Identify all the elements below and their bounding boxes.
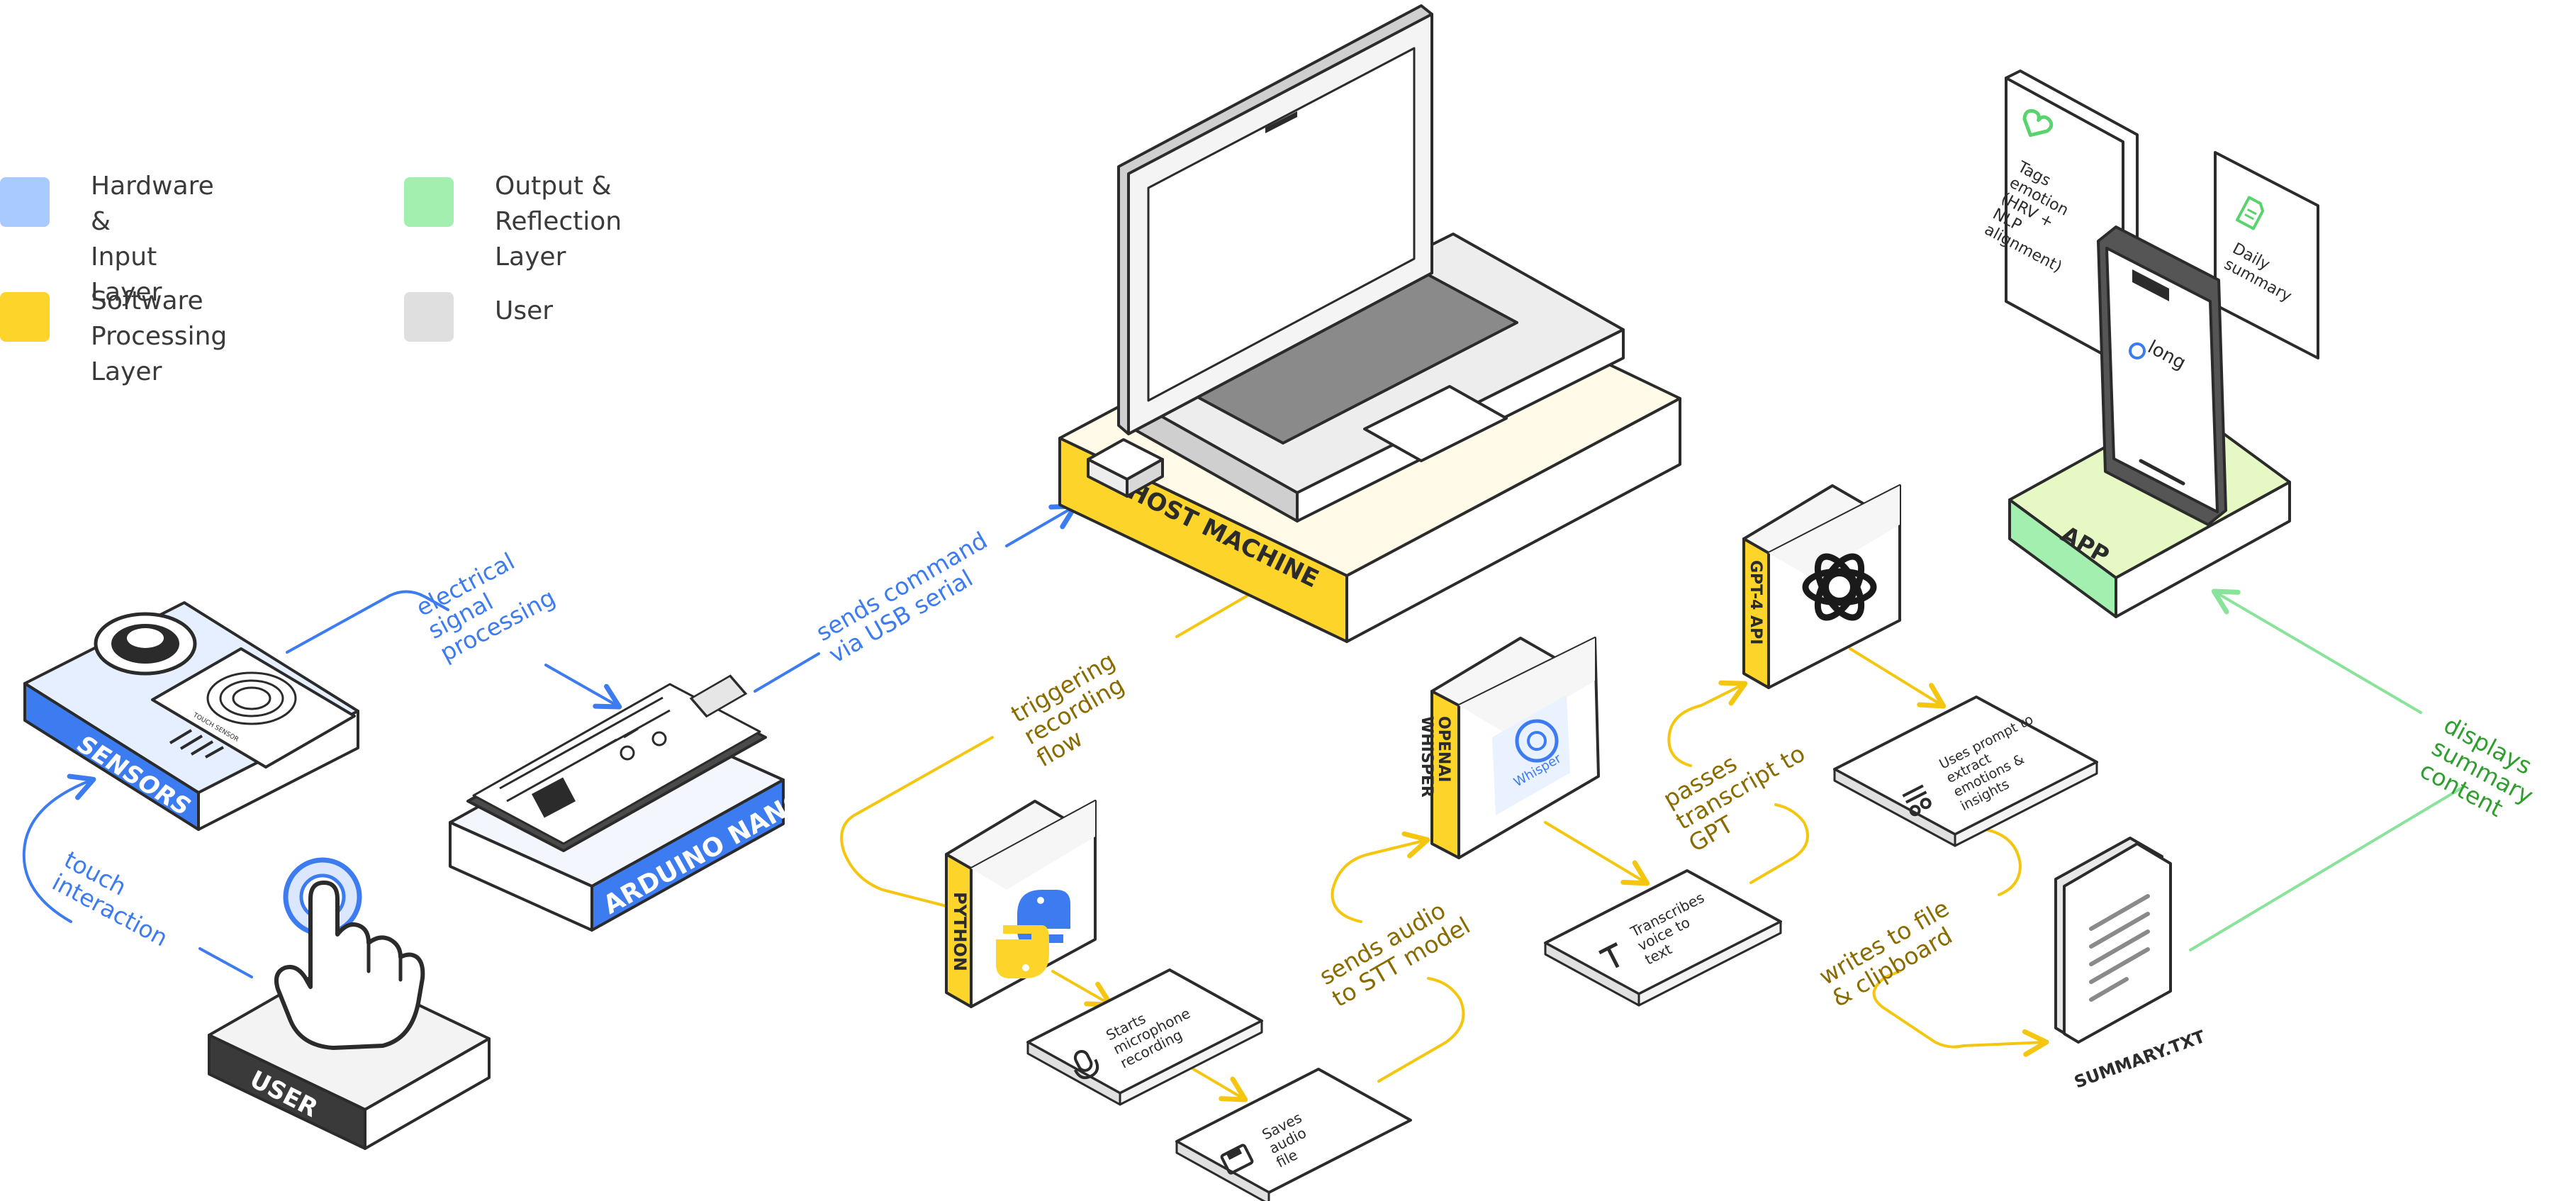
host-machine-node: HOST MACHINE [1058, 4, 1681, 643]
python-node: PYTHON [945, 800, 1097, 1008]
save-disk-icon [1220, 1144, 1254, 1175]
music-note-icon [1902, 784, 1932, 817]
python-logo-icon [996, 890, 1070, 978]
legend-swatch-output [404, 177, 454, 227]
flow-touch-line [22, 780, 253, 978]
legend-label-hardware: Hardware & Input Layer [91, 172, 214, 307]
summary-file-node: SUMMARY.TXT [2054, 837, 2208, 1093]
user-node: USER [208, 857, 491, 1150]
app-card-tags: Tagsemotion(HRV +NLPalignment) [1981, 69, 2139, 367]
legend-item-hardware: Hardware & Input Layer [0, 172, 214, 311]
flow-touch-label: touchinteraction [47, 846, 184, 952]
flow-stt-label: sends audioto STT model [1315, 889, 1475, 1012]
app-card-summary: Dailysummary [2214, 151, 2319, 359]
heart-icon [2022, 108, 2054, 138]
openai-logo-icon [1802, 553, 1877, 621]
flow-transcript-label: passestranscript toGPT [1659, 717, 1823, 858]
hand-pointer-icon [274, 857, 425, 1050]
legend-item-user: User [404, 292, 553, 342]
flow-electrical-label: electricalsignalprocessing [411, 538, 559, 666]
flow-start-save-line [1182, 1062, 1248, 1102]
flow-stt-line [1331, 840, 1465, 1083]
python-label: PYTHON [950, 892, 970, 971]
sensors-node: SENSORS TOUCH SENSOR [23, 601, 359, 831]
flow-lines [22, 507, 2465, 1102]
flow-electrical-line [286, 590, 618, 706]
flow-writes-label: writes to file& clipboard [1815, 894, 1967, 1012]
usb-port [689, 674, 748, 718]
phone-brand-icon [2129, 342, 2146, 359]
text-t-icon [1598, 942, 1620, 968]
whisper-logo-icon: Whisper [1492, 695, 1570, 815]
step-start-recording: Startsmicrophonerecording [1026, 968, 1263, 1106]
legend-swatch-hardware [0, 177, 50, 227]
laptop-screen [1147, 47, 1416, 402]
flow-usb-line [754, 507, 1074, 693]
gpt-node: GPT-4 API [1742, 484, 1901, 689]
document-lines-icon [2089, 894, 2150, 1002]
legend-label-output: Output & Reflection Layer [495, 172, 622, 272]
flow-trigger-line [840, 594, 1249, 907]
legend-label-user: User [495, 296, 554, 325]
arduino-node: ARDUINO NANO [449, 674, 811, 932]
flow-gpt-extract-line [1849, 647, 1947, 709]
flow-trigger-label: triggeringrecordingflow [1007, 647, 1146, 772]
flow-usb-label: sends commandvia USB serial [812, 526, 1005, 669]
step-save-audio: Savesaudiofile [1175, 1068, 1412, 1201]
flow-python-start-line [1051, 970, 1114, 1007]
legend-swatch-user [404, 292, 454, 342]
legend-item-software: Software Processing Layer [0, 286, 227, 390]
microphone-icon [1073, 1049, 1099, 1079]
legend-item-output: Output & Reflection Layer [404, 172, 622, 275]
app-node: Tagsemotion(HRV +NLPalignment) Dailysumm… [1981, 69, 2319, 618]
whisper-node: OPENAIWHISPER Whisper [1418, 637, 1600, 859]
legend-label-software: Software Processing Layer [91, 286, 228, 386]
document-icon [2235, 196, 2265, 230]
phone-device: long [2097, 225, 2227, 526]
step-transcribe: Transcribesvoice totext [1544, 869, 1782, 1007]
flow-displays-line [2190, 592, 2465, 951]
usb-plug-icon [1087, 438, 1164, 498]
summary-file-label: SUMMARY.TXT [2071, 1027, 2208, 1093]
flow-whisper-transcribe-line [1544, 821, 1650, 886]
flow-transcript-line [1667, 684, 1809, 884]
flow-displays-label: displayssummarycontent [2415, 711, 2550, 832]
step-extract: Uses prompt toextractemotions &insights [1833, 696, 2098, 847]
gpt-label: GPT-4 API [1747, 560, 1764, 644]
laptop-trackpad [1363, 385, 1508, 462]
flow-writes-line [1872, 827, 2045, 1047]
whisper-label: OPENAIWHISPER [1418, 716, 1452, 798]
legend-swatch-software [0, 292, 50, 342]
